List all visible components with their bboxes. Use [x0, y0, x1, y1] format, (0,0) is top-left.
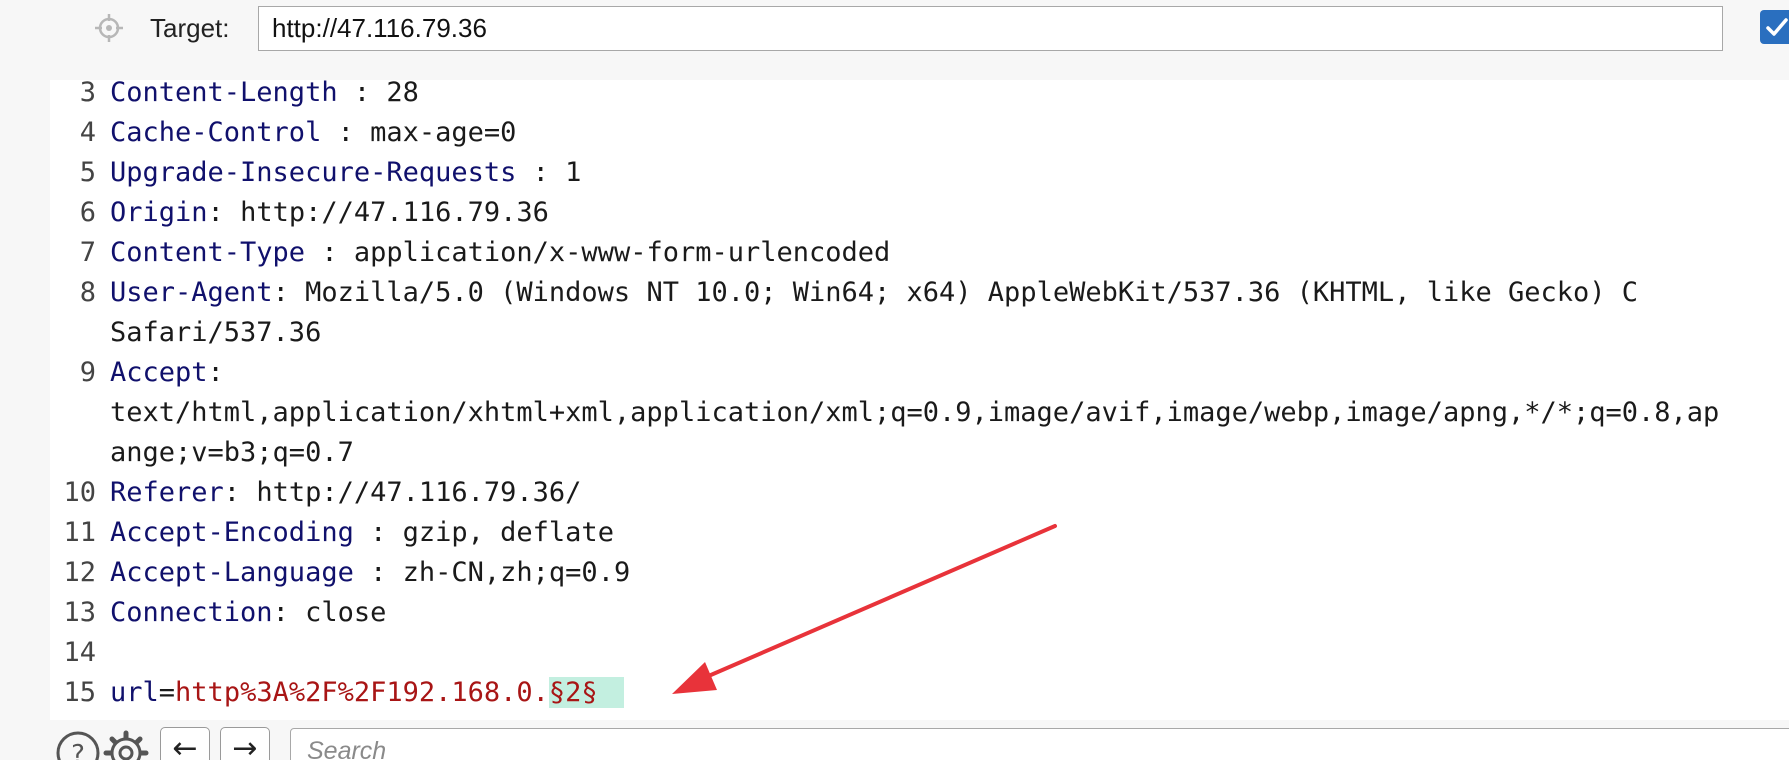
header-line: Accept-Encoding : gzip, deflate — [110, 513, 614, 553]
line-number: 13 — [63, 597, 96, 628]
svg-text:?: ? — [71, 740, 85, 760]
header-value: 1 — [565, 157, 582, 188]
header-separator: : — [321, 117, 371, 148]
header-separator: : — [272, 277, 306, 308]
header-value: http://47.116.79.36/ — [256, 477, 582, 508]
target-bar: Target: http://47.116.79.36 — [50, 0, 1789, 80]
header-separator: : — [516, 157, 566, 188]
header-line: Upgrade-Insecure-Requests : 1 — [110, 153, 581, 193]
line-number: 14 — [63, 637, 96, 668]
header-value-wrap: ange;v=b3;q=0.7 — [110, 437, 354, 468]
header-line: Content-Length : 28 — [110, 80, 419, 113]
line-number: 5 — [79, 157, 96, 188]
header-value: gzip, deflate — [402, 517, 614, 548]
header-name: Cache-Control — [110, 117, 322, 148]
header-name: Referer — [110, 477, 224, 508]
header-line: Content-Type : application/x-www-form-ur… — [110, 233, 890, 273]
checkbox-icon[interactable] — [1760, 10, 1789, 44]
header-name: User-Agent — [110, 277, 273, 308]
line-number: 11 — [63, 517, 96, 548]
checkmark-icon — [1766, 18, 1788, 36]
search-input[interactable]: Search — [290, 728, 1789, 760]
header-name: Origin — [110, 197, 208, 228]
bottom-toolbar: ? ← → Search — [0, 720, 1789, 760]
line-number: 10 — [63, 477, 96, 508]
header-separator: : — [207, 357, 224, 388]
line-number: 12 — [63, 557, 96, 588]
header-value: http://47.116.79.36 — [240, 197, 549, 228]
line-number: 8 — [79, 277, 96, 308]
header-line: Cache-Control : max-age=0 — [110, 113, 516, 153]
header-value: zh-CN,zh;q=0.9 — [402, 557, 631, 588]
header-value-wrap: Safari/537.36 — [110, 317, 322, 348]
header-line: Accept-Language : zh-CN,zh;q=0.9 — [110, 553, 630, 593]
header-value: 28 — [386, 80, 419, 108]
forward-arrow-icon[interactable]: → — [220, 727, 270, 760]
header-separator: : — [207, 197, 241, 228]
crosshair-icon[interactable] — [94, 13, 124, 43]
line-number: 3 — [79, 80, 96, 108]
header-separator: : — [223, 477, 257, 508]
header-line: Origin: http://47.116.79.36 — [110, 193, 549, 233]
header-separator: : — [272, 597, 306, 628]
header-name: Accept — [110, 357, 208, 388]
left-margin — [0, 0, 50, 760]
header-value: application/x-www-form-urlencoded — [353, 237, 891, 268]
header-line: Accept: — [110, 353, 224, 393]
header-line: Connection: close — [110, 593, 386, 633]
header-name: Content-Length — [110, 80, 338, 108]
param-equals: = — [158, 677, 176, 708]
line-number-gutter: 3 4 5 6 7 8 9 10 11 12 13 14 15 — [50, 80, 96, 720]
back-arrow-icon[interactable]: ← — [160, 727, 210, 760]
line-number: 6 — [79, 197, 96, 228]
header-value: max-age=0 — [370, 117, 517, 148]
header-value-wrap: text/html,application/xhtml+xml,applicat… — [110, 397, 1720, 428]
param-value: http%3A%2F%2F192.168.0. — [175, 677, 549, 708]
header-separator: : — [337, 80, 387, 108]
header-value: Mozilla/5.0 (Windows NT 10.0; Win64; x64… — [305, 277, 1639, 308]
header-name: Accept-Language — [110, 557, 354, 588]
header-value: close — [305, 597, 387, 628]
target-url-input[interactable]: http://47.116.79.36 — [258, 6, 1723, 51]
header-name: Upgrade-Insecure-Requests — [110, 157, 517, 188]
header-line: User-Agent: Mozilla/5.0 (Windows NT 10.0… — [110, 273, 1638, 313]
line-number: 7 — [79, 237, 96, 268]
payload-position-marker: §2§ — [548, 677, 624, 708]
header-name: Content-Type — [110, 237, 306, 268]
header-name: Connection — [110, 597, 273, 628]
header-name: Accept-Encoding — [110, 517, 354, 548]
header-separator: : — [353, 557, 403, 588]
target-label: Target: — [150, 13, 230, 43]
line-number: 4 — [79, 117, 96, 148]
gear-icon[interactable] — [103, 730, 149, 760]
header-line: Referer: http://47.116.79.36/ — [110, 473, 581, 513]
param-name: url — [110, 677, 159, 708]
line-number: 15 — [63, 677, 96, 708]
line-number: 9 — [79, 357, 96, 388]
header-separator: : — [353, 517, 403, 548]
body-line: url=http%3A%2F%2F192.168.0.§2§ — [110, 673, 624, 713]
header-separator: : — [305, 237, 354, 268]
help-icon[interactable]: ? — [55, 730, 101, 760]
